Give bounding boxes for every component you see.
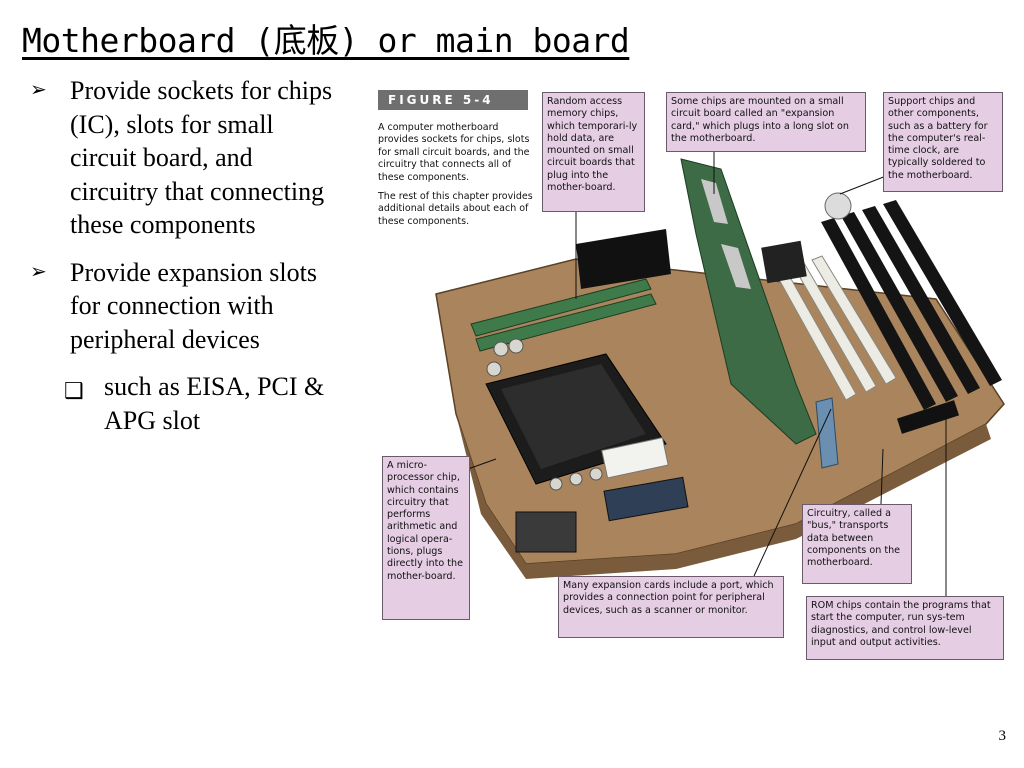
caption-paragraph: The rest of this chapter provides additi… [378, 191, 533, 227]
callout-microprocessor: A micro-processor chip, which contains c… [382, 456, 470, 620]
callout-bus: Circuitry, called a "bus," transports da… [802, 504, 912, 584]
callout-port: Many expansion cards include a port, whi… [558, 576, 784, 638]
sub-bullet-text: such as EISA, PCI & APG slot [104, 372, 325, 435]
bullet-text: Provide sockets for chips (IC), slots fo… [70, 76, 333, 239]
ram-socket [576, 229, 671, 289]
figure-caption: A computer motherboard provides sockets … [378, 122, 534, 235]
motherboard-illustration [435, 152, 1005, 596]
isa-slots [821, 200, 1002, 410]
arrow-bullet-icon: ➢ [30, 260, 47, 283]
board-edge [456, 414, 991, 579]
isa-slot [883, 200, 1002, 386]
checkbox-bullet-icon: ❑ [64, 378, 84, 403]
callout-leader-lines [467, 152, 947, 596]
card-port-bracket [815, 397, 839, 469]
pci-slot [811, 255, 897, 385]
bullet-item: ➢ Provide sockets for chips (IC), slots … [30, 74, 340, 242]
bullet-list: ➢ Provide sockets for chips (IC), slots … [30, 74, 340, 437]
arrow-bullet-icon: ➢ [30, 79, 47, 101]
ram-module [475, 293, 657, 352]
page-number: 3 [998, 728, 1007, 744]
motherboard-figure: FIGURE 5-4 A computer motherboard provid… [376, 84, 1016, 674]
power-connector [601, 437, 669, 479]
slide-title: Motherboard (底板) or main board [22, 21, 630, 60]
callout-support-chips: Support chips and other components, such… [883, 92, 1003, 192]
cpu-heatsink [501, 364, 646, 469]
callout-rom: ROM chips contain the programs that star… [806, 596, 1004, 660]
sub-bullet-item: ❑ such as EISA, PCI & APG slot [0, 370, 340, 437]
isa-slot [841, 212, 958, 402]
ram-modules [470, 229, 671, 352]
caption-paragraph: A computer motherboard provides sockets … [378, 122, 530, 183]
bullet-text: Provide expansion slots for connection w… [70, 257, 317, 354]
isa-slot [821, 218, 936, 410]
battery [824, 192, 852, 220]
rom-chip [896, 400, 960, 434]
callout-ram: Random access memory chips, which tempor… [542, 92, 645, 212]
callout-expansion-card: Some chips are mounted on a small circui… [666, 92, 866, 152]
figure-label: FIGURE 5-4 [378, 90, 528, 110]
io-port [603, 476, 689, 522]
io-port [515, 511, 577, 553]
expansion-card [680, 158, 817, 445]
isa-slot [862, 206, 980, 394]
bullet-item: ➢ Provide expansion slots for connection… [30, 256, 340, 357]
ram-module [470, 278, 652, 337]
chipset [761, 240, 807, 284]
card-chip [721, 244, 751, 289]
card-chip [701, 179, 728, 224]
